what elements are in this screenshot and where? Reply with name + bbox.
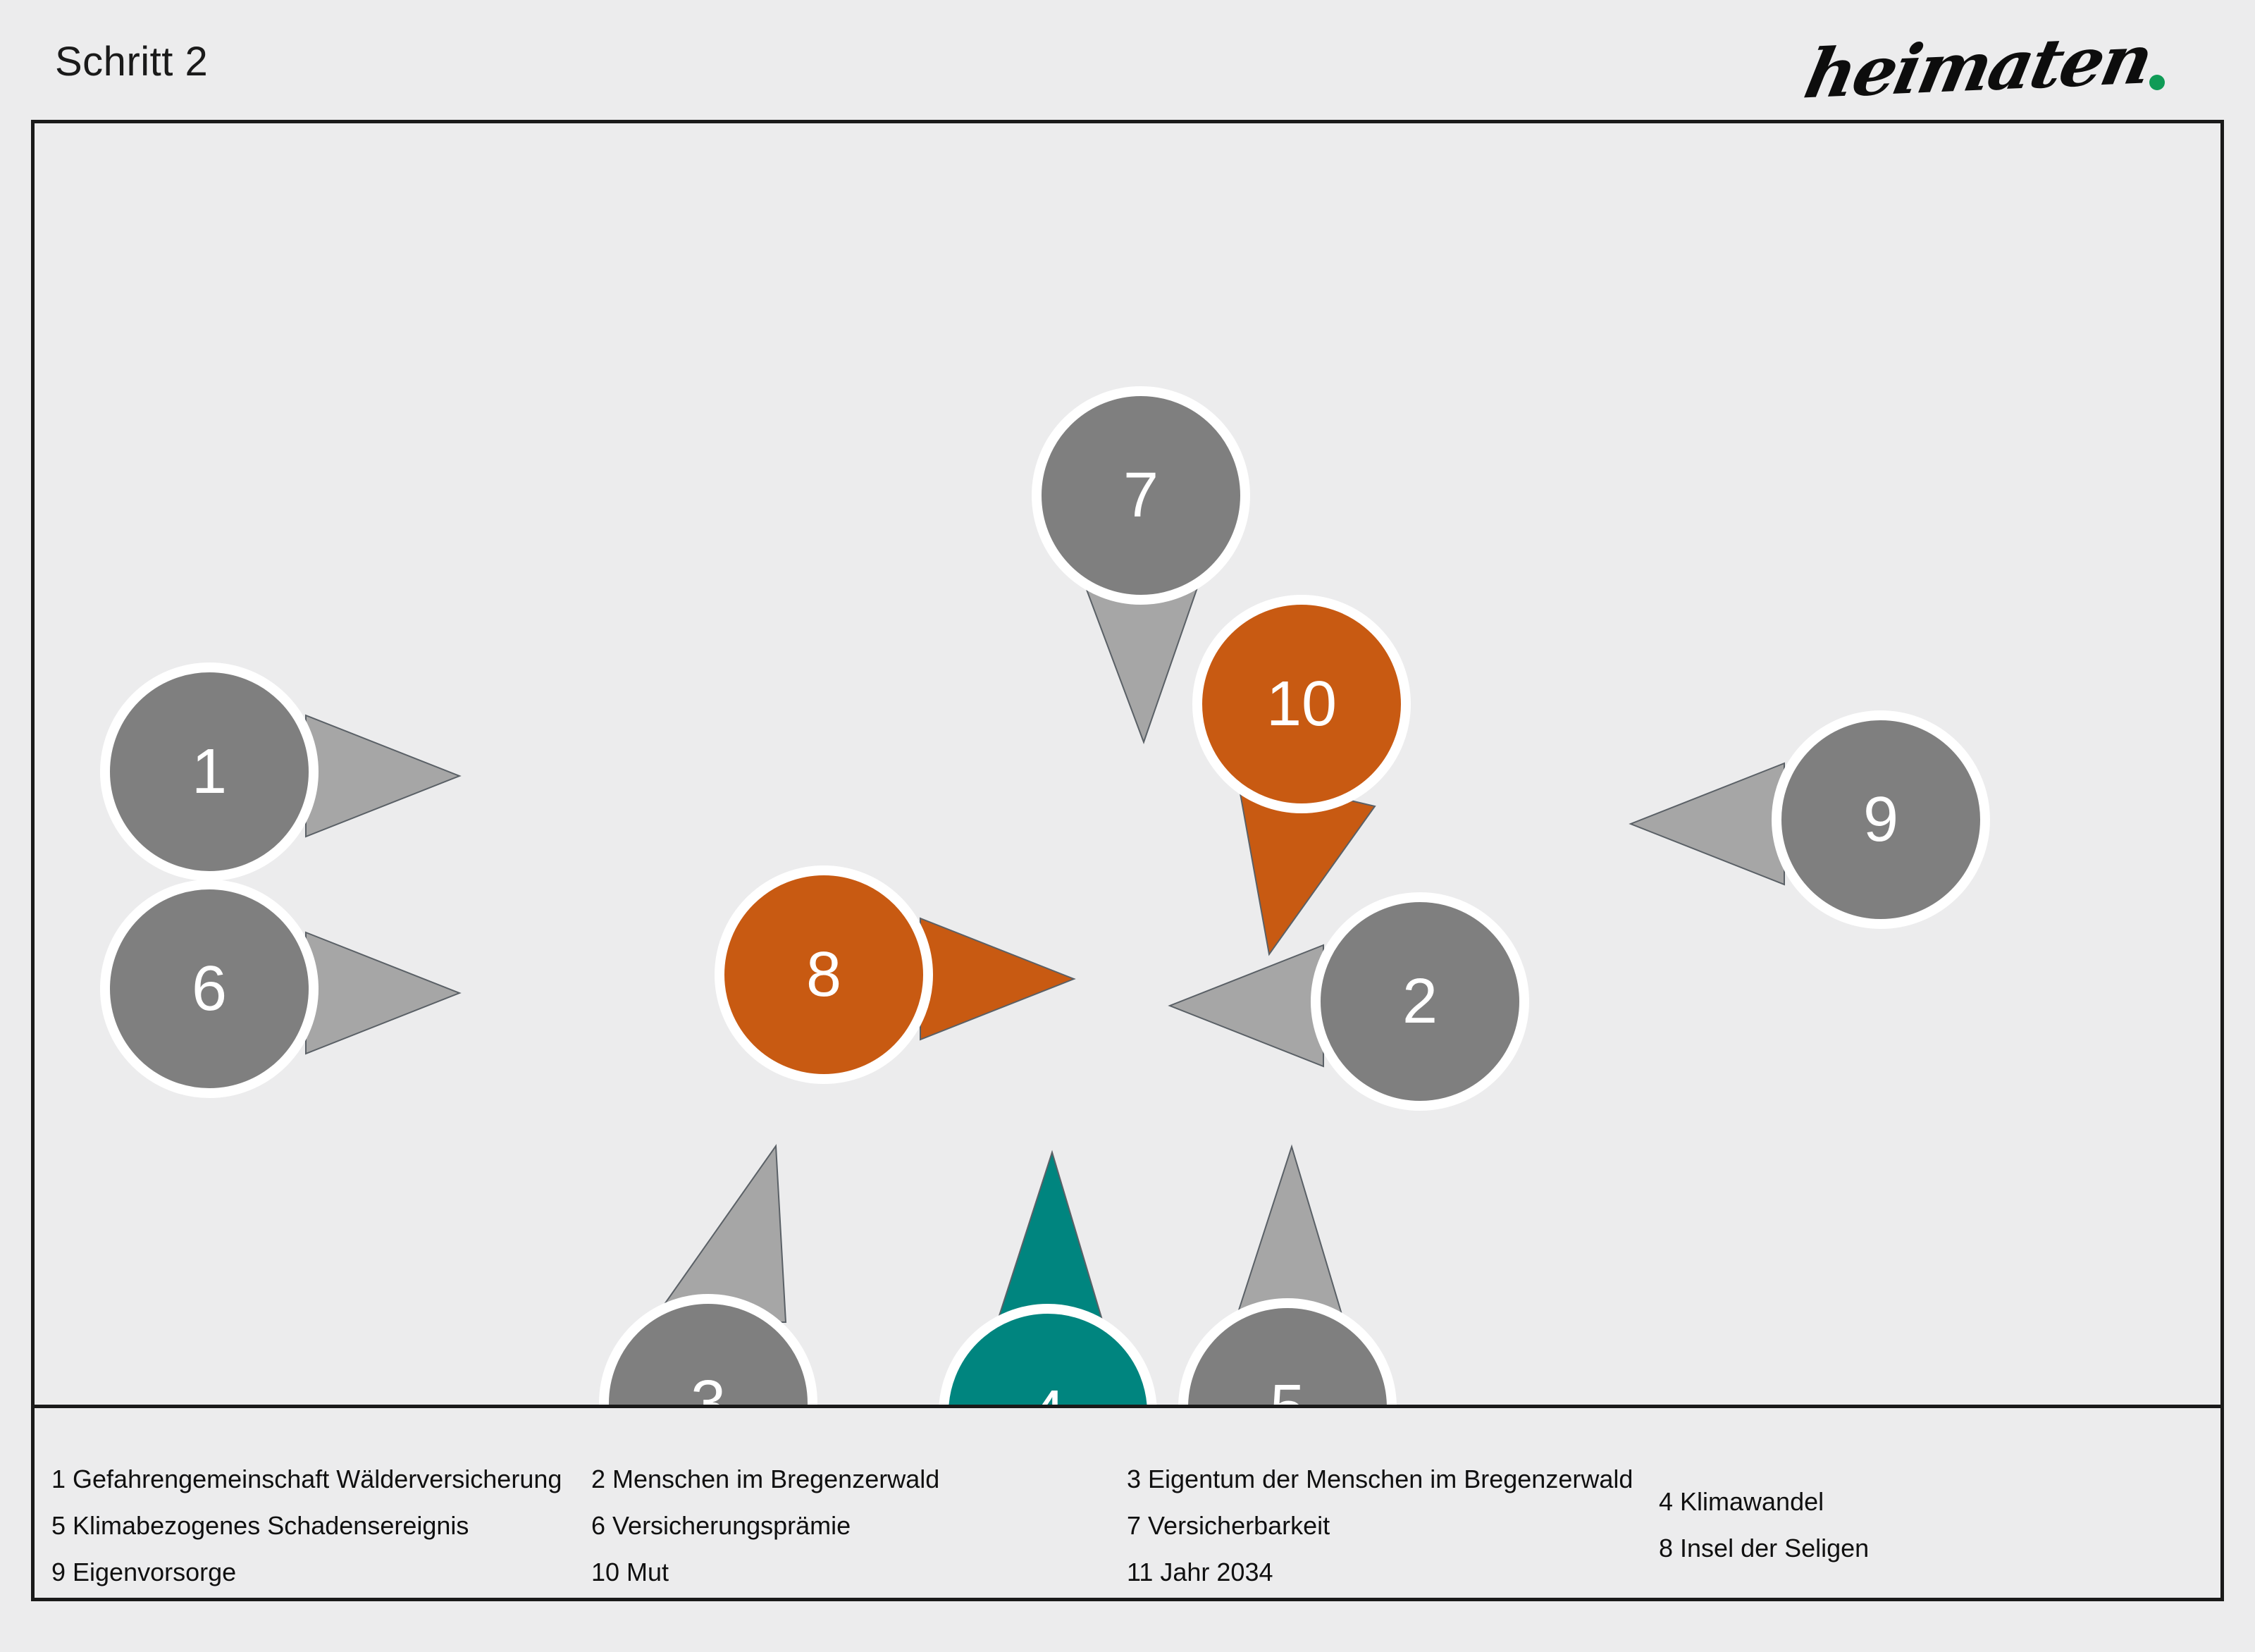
node-bubble-5[interactable]: 5: [1178, 1298, 1397, 1405]
heimaten-logo: heimaten: [1798, 20, 2185, 113]
pointer-south-icon: [1079, 581, 1204, 749]
legend: 1 Gefahrengemeinschaft Wälderversicherun…: [35, 1408, 2220, 1601]
legend-column-2: 2 Menschen im Bregenzerwald 6 Versicherun…: [591, 1456, 939, 1596]
legend-column-3: 3 Eigentum der Menschen im Bregenzerwald…: [1127, 1456, 1633, 1596]
pointer-east-icon: [299, 925, 467, 1061]
node-label: 10: [1266, 668, 1337, 739]
node-bubble-7[interactable]: 7: [1032, 386, 1250, 605]
legend-entry: 2 Menschen im Bregenzerwald: [591, 1465, 940, 1493]
slide-header: Schritt 2 heimaten: [0, 0, 2255, 125]
node-bubble-8[interactable]: 8: [715, 865, 933, 1084]
legend-divider: [35, 1405, 2220, 1408]
node-bubble-9[interactable]: 9: [1772, 710, 1990, 929]
brand-dot-icon: [2149, 75, 2165, 90]
legend-entry: 8 Insel der Seligen: [1659, 1534, 1870, 1562]
node-bubble-2[interactable]: 2: [1311, 892, 1529, 1111]
node-label: 5: [1270, 1371, 1305, 1405]
legend-entry: 9 Eigenvorsorge: [51, 1558, 237, 1586]
node-bubble-6[interactable]: 6: [100, 880, 319, 1098]
node-label: 2: [1402, 966, 1438, 1037]
node-bubble-4[interactable]: 4: [939, 1304, 1157, 1405]
pointer-east-icon: [913, 911, 1081, 1047]
node-bubble-10[interactable]: 10: [1192, 595, 1411, 813]
content-frame: 1 6 7 10 8 2 9 3 4 5 1 Gefahrengemeinschaft Wälde…: [31, 120, 2224, 1601]
diagram-canvas: 1 6 7 10 8 2 9 3 4 5: [35, 123, 2220, 1405]
node-label: 3: [690, 1367, 727, 1405]
node-label: 7: [1123, 460, 1159, 531]
node-label: 8: [805, 939, 842, 1010]
pointer-north-icon: [990, 1145, 1110, 1329]
legend-entry: 6 Versicherungsprämie: [591, 1511, 851, 1540]
legend-entry: 5 Klimabezogenes Schadensereignis: [51, 1511, 469, 1540]
node-label: 6: [191, 953, 228, 1024]
legend-entry: 4 Klimawandel: [1659, 1487, 1824, 1516]
pointer-north-icon: [1230, 1140, 1349, 1324]
node-label: 4: [1030, 1377, 1065, 1405]
brand-wordmark: heimaten: [1798, 19, 2158, 114]
legend-entry: 7 Versicherbarkeit: [1127, 1511, 1330, 1540]
legend-entry: 10 Mut: [591, 1558, 669, 1586]
page-title: Schritt 2: [55, 39, 209, 85]
pointer-west-icon: [1163, 938, 1330, 1073]
legend-entry: 11 Jahr 2034: [1127, 1558, 1273, 1586]
legend-column-1: 1 Gefahrengemeinschaft Wälderversicherun…: [51, 1456, 562, 1596]
legend-column-4: 4 Klimawandel 8 Insel der Seligen: [1659, 1479, 1869, 1572]
node-label: 1: [191, 736, 228, 807]
legend-entry: 1 Gefahrengemeinschaft Wälderversicherun…: [51, 1465, 562, 1493]
pointer-west-icon: [1624, 756, 1791, 892]
node-bubble-1[interactable]: 1: [100, 662, 319, 881]
pointer-east-icon: [299, 708, 467, 844]
node-label: 9: [1862, 784, 1899, 855]
legend-entry: 3 Eigentum der Menschen im Bregenzerwald: [1127, 1465, 1633, 1493]
